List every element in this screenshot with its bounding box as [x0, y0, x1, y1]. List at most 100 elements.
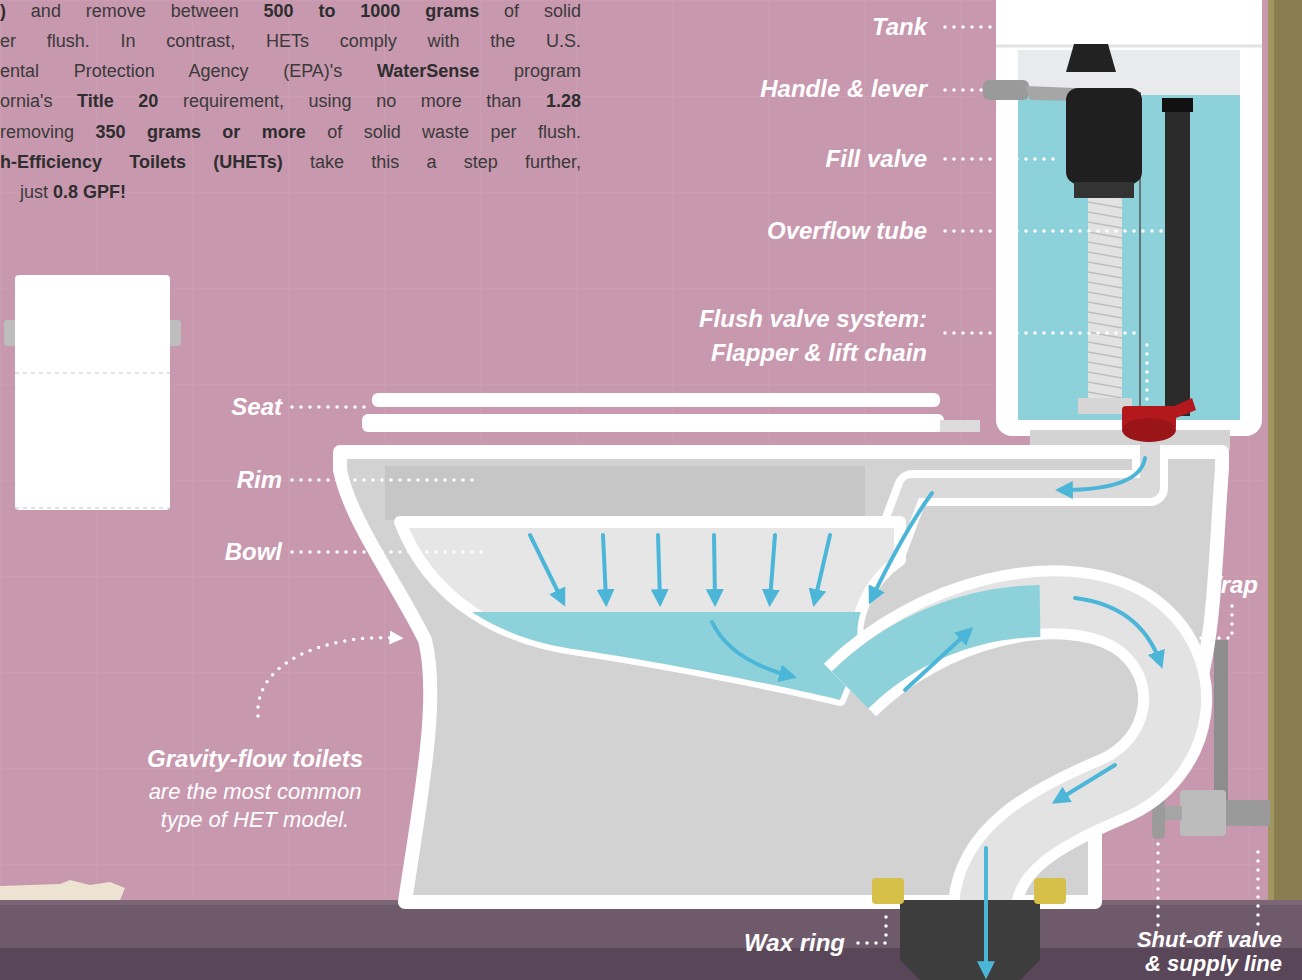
overflow-tube — [1165, 98, 1190, 416]
supply-line — [1214, 640, 1228, 800]
flow-arrow — [1062, 458, 1145, 490]
part-label: Shut-off valve & supply line — [1122, 928, 1282, 976]
tank-shell — [996, 0, 1262, 436]
flow-arrow — [658, 535, 660, 600]
seat — [362, 414, 944, 432]
seat-lid — [372, 393, 940, 407]
flapper-hinge — [1170, 398, 1196, 418]
text-run: are the most common type of HET model. — [149, 779, 362, 832]
wall-edge — [1268, 0, 1302, 920]
leader-line — [292, 405, 368, 409]
part-label: Handle & lever — [760, 74, 927, 104]
part-label: Wax ring — [744, 928, 845, 958]
perforation — [15, 373, 170, 508]
bold-run: 1.28 — [546, 91, 581, 111]
tank-interior — [1018, 50, 1240, 420]
text-run: er flush. In contrast, HETs comply with … — [0, 31, 581, 51]
body-text: h-Efficiency Toilets (UHETs) take this a… — [0, 150, 581, 174]
pointer-arrow — [258, 638, 398, 716]
text-run: just — [20, 182, 53, 202]
fill-valve-thread — [1088, 198, 1122, 400]
fill-valve-shaft — [1088, 198, 1122, 400]
flow-arrow — [714, 535, 715, 600]
bold-run: ) — [0, 1, 6, 21]
leader-line — [292, 550, 490, 554]
text-run: Gravity-flow toilets — [147, 745, 363, 772]
body-text: just 0.8 GPF! — [20, 180, 126, 204]
toilet-paper — [15, 275, 170, 510]
text-run: Flush valve system: Flapper & lift chain — [699, 305, 927, 366]
note-text: are the most common type of HET model. — [137, 778, 373, 834]
leader-line — [292, 478, 475, 482]
fill-valve — [1074, 182, 1134, 198]
text-run: of solid — [479, 1, 581, 21]
part-label: Seat — [231, 392, 282, 422]
rug — [0, 880, 125, 900]
bold-run: 500 to 1000 grams — [264, 1, 480, 21]
part-label: Bowl — [225, 537, 282, 567]
bold-run: WaterSense — [377, 61, 479, 81]
trap — [850, 602, 1175, 905]
flow-arrow — [984, 848, 988, 972]
flow-arrow — [603, 535, 606, 600]
leader-line — [1156, 842, 1160, 925]
tank-lid-edge — [996, 45, 1262, 48]
flow-arrow — [1075, 598, 1160, 662]
part-label: Trap — [1206, 570, 1258, 600]
text-run: of solid waste per flush. — [306, 122, 581, 142]
note-heading: Gravity-flow toilets — [95, 744, 415, 774]
flow-arrow — [770, 535, 775, 600]
part-label: Tank — [872, 12, 927, 42]
text-run: Handle & lever — [760, 75, 927, 102]
bold-run: Title 20 — [77, 91, 158, 111]
wax-ring — [1034, 878, 1066, 904]
trap-water — [850, 611, 1040, 690]
leader-line — [945, 25, 992, 29]
text-run: requirement, using no more than — [158, 91, 546, 111]
text-run: Seat — [231, 393, 282, 420]
valve-stem — [1164, 806, 1182, 820]
floor — [0, 900, 1302, 980]
wax-ring — [872, 878, 904, 904]
flow-arrow — [712, 622, 790, 676]
body-text: ornia's Title 20 requirement, using no m… — [0, 89, 581, 113]
seat-hinge — [940, 420, 980, 432]
bold-run: h-Efficiency Toilets (UHETs) — [0, 152, 283, 172]
text-run: and remove between — [6, 1, 264, 21]
text-run: Trap — [1206, 571, 1258, 598]
text-run: take this a step further, — [283, 152, 581, 172]
leader-line — [945, 333, 1147, 406]
bold-run: 350 grams or more — [95, 122, 305, 142]
handle — [983, 80, 1029, 100]
text-run: Rim — [237, 466, 282, 493]
leader-line — [945, 229, 1165, 233]
part-label: Rim — [237, 465, 282, 495]
part-label: Overflow tube — [767, 216, 927, 246]
text-run: Tank — [872, 13, 927, 40]
flow-arrow — [815, 535, 830, 600]
leader-line — [858, 908, 886, 943]
text-run: Wax ring — [744, 929, 845, 956]
text-run: Shut-off valve & supply line — [1137, 927, 1282, 976]
text-run: Overflow tube — [767, 217, 927, 244]
trap — [850, 602, 1175, 905]
shut-off-valve — [1180, 790, 1226, 836]
supply-pipe — [1225, 800, 1270, 826]
flapper — [1122, 418, 1176, 442]
part-label: Fill valve — [826, 144, 927, 174]
fill-valve-cap — [1066, 44, 1116, 72]
flow-arrow — [530, 535, 562, 600]
leader-line — [945, 157, 1060, 161]
part-label: Flush valve system: Flapper & lift chain — [665, 302, 927, 370]
flow-arrows — [530, 458, 1160, 972]
flow-arrow — [1058, 765, 1115, 800]
body-text: ) and remove between 500 to 1000 grams o… — [0, 0, 581, 23]
leader-line — [1186, 606, 1232, 638]
rim — [385, 466, 865, 520]
text-run: removing — [0, 122, 95, 142]
leader-line — [1256, 850, 1260, 924]
bold-run: 0.8 GPF! — [53, 182, 126, 202]
